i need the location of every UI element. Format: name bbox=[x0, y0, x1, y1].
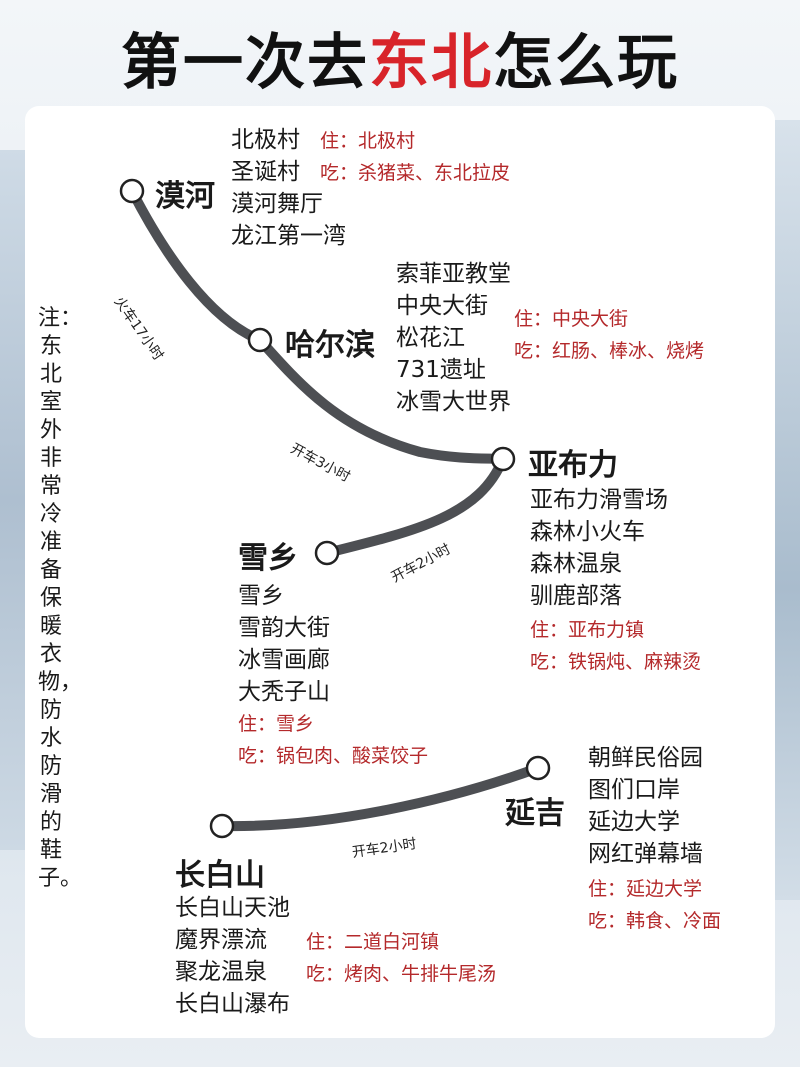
spot-item: 731遗址 bbox=[396, 357, 486, 383]
city-name-yanji: 延吉 bbox=[505, 796, 565, 831]
spot-item: 长白山天池 bbox=[175, 895, 290, 921]
info-xuexiang: 住：雪乡 吃：锅包肉、酸菜饺子 bbox=[238, 708, 428, 772]
spots-yanji: 朝鲜民俗园 图们口岸 延边大学 网红弹幕墙 bbox=[588, 742, 703, 870]
spot-item: 松花江 bbox=[396, 325, 465, 351]
city-name-harbin: 哈尔滨 bbox=[285, 328, 375, 363]
eat-info: 吃：烤肉、牛排牛尾汤 bbox=[306, 963, 497, 985]
spot-item: 图们口岸 bbox=[588, 777, 680, 803]
spot-item: 冰雪画廊 bbox=[238, 647, 330, 673]
stop-dot-harbin bbox=[247, 327, 273, 353]
info-changbaishan: 住：二道白河镇 吃：烤肉、牛排牛尾汤 bbox=[306, 926, 496, 990]
info-yanji: 住：延边大学 吃：韩食、冷面 bbox=[588, 873, 721, 937]
info-harbin: 住：中央大街 吃：红肠、棒冰、烧烤 bbox=[514, 303, 704, 367]
city-name-changbaishan: 长白山 bbox=[175, 858, 265, 893]
spots-harbin: 索菲亚教堂 中央大街 松花江 731遗址 冰雪大世界 bbox=[396, 258, 511, 418]
stay-info: 住：亚布力镇 bbox=[530, 619, 645, 641]
stop-dot-xuexiang bbox=[314, 540, 340, 566]
spot-item: 聚龙温泉 bbox=[175, 959, 267, 985]
background-snow-right bbox=[770, 120, 800, 900]
stop-dot-mohe bbox=[119, 178, 145, 204]
city-name-yabuli: 亚布力 bbox=[528, 448, 618, 483]
city-name-mohe: 漠河 bbox=[155, 179, 215, 214]
route-line-main bbox=[127, 186, 511, 558]
info-yabuli: 住：亚布力镇 吃：铁锅炖、麻辣烫 bbox=[530, 614, 701, 678]
eat-info: 吃：韩食、冷面 bbox=[588, 910, 722, 932]
spot-item: 圣诞村 bbox=[231, 159, 300, 185]
spot-item: 索菲亚教堂 bbox=[396, 261, 511, 287]
spot-item: 漠河舞厅 bbox=[231, 191, 323, 217]
spot-item: 冰雪大世界 bbox=[396, 389, 511, 415]
page-title: 第一次去东北怎么玩 bbox=[0, 14, 800, 101]
eat-info: 吃：锅包肉、酸菜饺子 bbox=[238, 745, 429, 767]
spot-item: 网红弹幕墙 bbox=[588, 841, 703, 867]
info-mohe: 住：北极村 吃：杀猪菜、东北拉皮 bbox=[320, 125, 510, 189]
route-card bbox=[25, 106, 775, 1038]
spot-item: 朝鲜民俗园 bbox=[588, 745, 703, 771]
stay-info: 住：中央大街 bbox=[514, 308, 629, 330]
spots-mohe: 北极村 圣诞村 漠河舞厅 龙江第一湾 bbox=[231, 124, 346, 252]
eat-info: 吃：杀猪菜、东北拉皮 bbox=[320, 162, 511, 184]
spot-item: 亚布力滑雪场 bbox=[530, 487, 668, 513]
title-highlight: 东北 bbox=[369, 28, 493, 98]
spot-item: 森林温泉 bbox=[530, 551, 622, 577]
spot-item: 中央大街 bbox=[396, 293, 488, 319]
spot-item: 龙江第一湾 bbox=[231, 223, 346, 249]
spots-xuexiang: 雪乡 雪韵大街 冰雪画廊 大秃子山 bbox=[238, 580, 330, 708]
route-line-south bbox=[217, 763, 543, 832]
stay-info: 住：北极村 bbox=[320, 130, 416, 152]
eat-info: 吃：红肠、棒冰、烧烤 bbox=[514, 340, 705, 362]
spot-item: 雪韵大街 bbox=[238, 615, 330, 641]
spot-item: 雪乡 bbox=[238, 583, 284, 609]
stay-info: 住：延边大学 bbox=[588, 878, 703, 900]
spot-item: 长白山瀑布 bbox=[175, 991, 290, 1017]
spots-changbaishan: 长白山天池 魔界漂流 聚龙温泉 长白山瀑布 bbox=[175, 892, 290, 1020]
spot-item: 大秃子山 bbox=[238, 679, 330, 705]
spot-item: 森林小火车 bbox=[530, 519, 645, 545]
title-part-2: 怎么玩 bbox=[493, 28, 679, 98]
stop-dot-yabuli bbox=[490, 446, 516, 472]
spot-item: 北极村 bbox=[231, 127, 300, 153]
spots-yabuli: 亚布力滑雪场 森林小火车 森林温泉 驯鹿部落 bbox=[530, 484, 668, 612]
side-note: 注：东北室外非常冷准备保暖衣物，防水防滑的鞋子。 bbox=[38, 306, 83, 891]
spot-item: 延边大学 bbox=[588, 809, 680, 835]
stay-info: 住：雪乡 bbox=[238, 713, 315, 735]
title-part-1: 第一次去 bbox=[121, 28, 369, 98]
eat-info: 吃：铁锅炖、麻辣烫 bbox=[530, 651, 702, 673]
stop-dot-yanji bbox=[525, 755, 551, 781]
city-name-xuexiang: 雪乡 bbox=[238, 541, 298, 576]
spot-item: 魔界漂流 bbox=[175, 927, 267, 953]
spot-item: 驯鹿部落 bbox=[530, 583, 622, 609]
stop-dot-changbaishan bbox=[209, 813, 235, 839]
stay-info: 住：二道白河镇 bbox=[306, 931, 440, 953]
